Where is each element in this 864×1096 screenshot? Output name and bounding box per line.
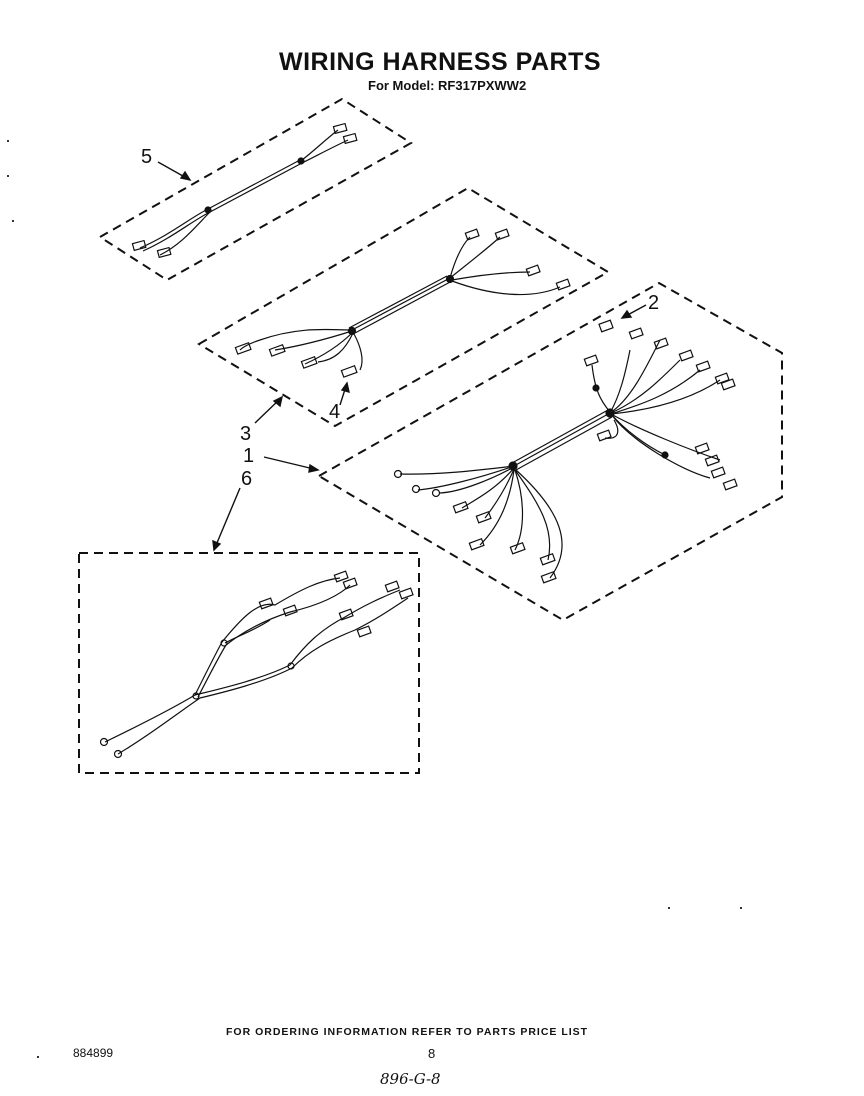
- page-number: 8: [428, 1046, 436, 1061]
- handwritten-note: 896-G-8: [380, 1070, 441, 1088]
- harness-5: [131, 122, 358, 259]
- callout-3: 3: [240, 423, 251, 445]
- harness-1-outline: [317, 281, 783, 622]
- harness-6-outline: [78, 552, 420, 774]
- harness-1: [393, 319, 738, 584]
- callout-2: 2: [648, 292, 659, 314]
- ordering-note: FOR ORDERING INFORMATION REFER TO PARTS …: [226, 1026, 589, 1038]
- page-title: WIRING HARNESS PARTS: [278, 48, 602, 76]
- callout-4: 4: [329, 401, 340, 423]
- callout-6: 6: [241, 468, 252, 490]
- harness-3-outline: [197, 186, 610, 428]
- harness-6: [99, 570, 414, 759]
- callout-1: 1: [243, 445, 254, 467]
- callout-5: 5: [141, 146, 152, 168]
- document-number: 884899: [73, 1046, 114, 1060]
- model-subtitle: For Model: RF317PXWW2: [368, 78, 527, 93]
- harness-5-outline: [98, 97, 413, 282]
- harness-3: [234, 228, 571, 378]
